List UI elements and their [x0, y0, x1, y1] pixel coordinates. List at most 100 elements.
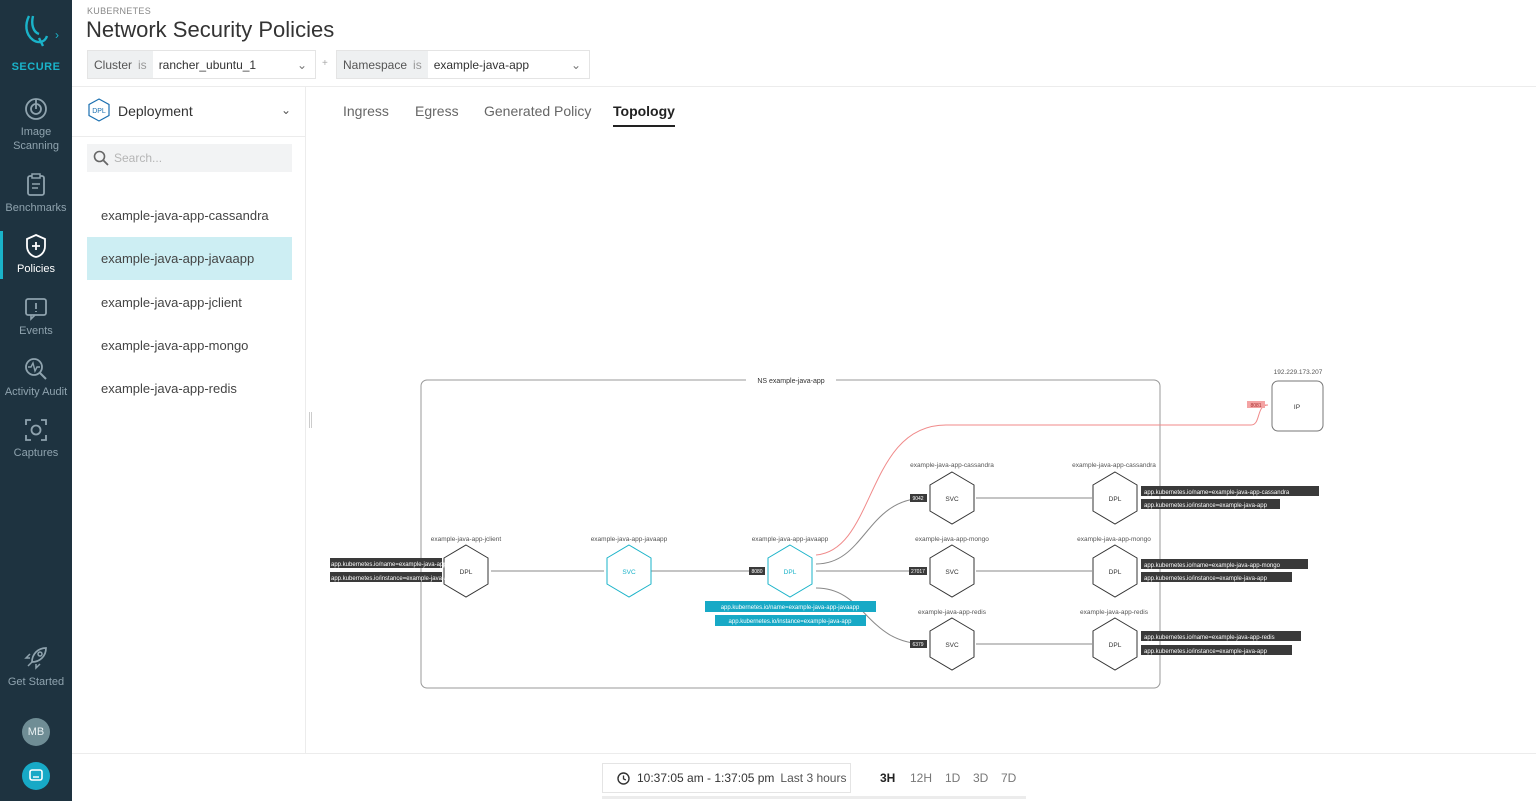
sysdig-logo[interactable]	[0, 8, 72, 78]
topology-graph: NS example-java-app 192.229.173.207 IP 8…	[306, 369, 1324, 689]
list-item[interactable]: example-java-app-mongo	[101, 338, 249, 353]
deployment-node-jclient[interactable]	[443, 544, 489, 598]
expand-nav-icon[interactable]: ›	[55, 28, 59, 42]
logo-icon	[25, 15, 49, 47]
clipboard-icon	[27, 173, 45, 196]
timeline-track[interactable]	[602, 796, 1026, 799]
label-chip	[1141, 486, 1319, 496]
service-node-javaapp[interactable]	[606, 544, 652, 598]
user-avatar[interactable]: MB	[22, 718, 50, 746]
entity-type-select[interactable]: Deployment	[118, 103, 193, 119]
label-chip	[1141, 631, 1301, 641]
tab-egress[interactable]: Egress	[415, 103, 459, 119]
deployment-node-javaapp[interactable]	[767, 544, 813, 598]
chat-button[interactable]	[22, 762, 50, 790]
node-type: SVC	[945, 642, 959, 649]
rocket-icon	[24, 647, 47, 670]
left-nav: › SECURE Image Scanning Benchmarks Polic…	[0, 0, 72, 801]
node-type: SVC	[945, 496, 959, 503]
nav-item-benchmarks[interactable]: Benchmarks	[0, 172, 72, 215]
nav-item-captures[interactable]: Captures	[0, 417, 72, 460]
list-item-selected[interactable]: example-java-app-javaapp	[87, 237, 292, 280]
events-icon	[25, 298, 47, 321]
nav-item-image-scanning[interactable]: Image Scanning	[0, 96, 72, 153]
filter-value: rancher_ubuntu_1	[152, 51, 289, 78]
egress-edge-bend	[1250, 404, 1269, 426]
node-type: DPL	[1109, 642, 1122, 649]
nav-item-events[interactable]: Events	[0, 295, 72, 338]
port-text: 6379	[912, 642, 923, 648]
nav-label: Policies	[17, 263, 55, 275]
nav-item-activity-audit[interactable]: Activity Audit	[0, 356, 72, 399]
port-text: 27017	[911, 569, 925, 575]
node-type: SVC	[945, 569, 959, 576]
tab-ingress[interactable]: Ingress	[343, 103, 389, 119]
node-name: example-java-app-javaapp	[752, 536, 829, 543]
label-chip	[1141, 499, 1280, 509]
breadcrumb: KUBERNETES	[87, 6, 152, 16]
chevron-down-icon[interactable]: ⌄	[281, 103, 292, 117]
node-type: DPL	[1109, 569, 1122, 576]
node-type: DPL	[1109, 496, 1122, 503]
time-range-picker[interactable]: 10:37:05 am - 1:37:05 pm Last 3 hours	[602, 763, 851, 793]
node-type: SVC	[622, 569, 636, 576]
nav-label: Scanning	[13, 140, 59, 152]
capture-icon	[25, 419, 47, 441]
egress-edge[interactable]	[815, 424, 1251, 556]
nav-item-get-started[interactable]: Get Started	[0, 644, 72, 689]
label-text: app.kubernetes.io/instance=example-java-…	[331, 576, 455, 582]
node-name: example-java-app-mongo	[915, 536, 989, 543]
badge-text: DPL	[92, 108, 106, 115]
nav-label: Captures	[13, 447, 59, 459]
chevron-down-icon[interactable]: ⌄	[289, 51, 315, 78]
port-text: 8080	[751, 569, 762, 575]
deployment-node-mongo[interactable]	[1092, 544, 1138, 598]
node-name: example-java-app-redis	[918, 609, 987, 616]
service-node-mongo[interactable]	[929, 544, 975, 598]
cluster-filter[interactable]: Cluster is rancher_ubuntu_1 ⌄	[87, 50, 316, 79]
range-7d[interactable]: 7D	[1001, 771, 1017, 785]
filter-key-label: Namespace	[343, 57, 408, 72]
service-node-cassandra[interactable]	[929, 471, 975, 525]
add-filter-icon[interactable]: +	[322, 58, 328, 69]
search-icon	[93, 150, 109, 166]
label-text: app.kubernetes.io/name=example-java-app-…	[1144, 635, 1275, 641]
deployment-node-redis[interactable]	[1092, 617, 1138, 671]
ip-node-label: IP	[1294, 404, 1300, 411]
port-badge	[909, 567, 927, 575]
range-1d[interactable]: 1D	[945, 771, 961, 785]
label-text: app.kubernetes.io/name=example-java-app-…	[1144, 490, 1290, 496]
shield-icon	[26, 234, 46, 258]
nav-label: Benchmarks	[5, 202, 67, 214]
tab-generated-policy[interactable]: Generated Policy	[484, 103, 592, 119]
tab-topology[interactable]: Topology	[613, 103, 675, 127]
namespace-box	[420, 379, 1161, 689]
nav-label: Image	[20, 126, 52, 138]
list-item[interactable]: example-java-app-jclient	[101, 295, 242, 310]
ip-node[interactable]	[1271, 380, 1324, 432]
label-text: app.kubernetes.io/instance=example-java-…	[1144, 649, 1268, 655]
filter-key-label: Cluster	[94, 57, 133, 72]
nav-item-policies[interactable]: Policies	[0, 231, 72, 279]
edge	[815, 497, 927, 565]
resize-handle[interactable]	[309, 412, 312, 428]
range-12h[interactable]: 12H	[910, 771, 933, 785]
deployment-node-cassandra[interactable]	[1092, 471, 1138, 525]
external-ip-label: 192.229.173.207	[1274, 369, 1323, 376]
chevron-down-icon[interactable]: ⌄	[563, 51, 589, 78]
panel-divider	[72, 136, 305, 137]
label-text: app.kubernetes.io/name=example-java-app-…	[721, 605, 860, 611]
list-item[interactable]: example-java-app-redis	[101, 381, 237, 396]
node-name: example-java-app-jclient	[431, 536, 502, 543]
service-node-redis[interactable]	[929, 617, 975, 671]
range-3h[interactable]: 3H	[880, 771, 896, 785]
label-text: app.kubernetes.io/instance=example-java-…	[1144, 503, 1268, 509]
list-item[interactable]: example-java-app-cassandra	[101, 208, 269, 223]
range-3d[interactable]: 3D	[973, 771, 989, 785]
port-text: 9042	[912, 496, 923, 502]
node-type: DPL	[784, 569, 797, 576]
search-input[interactable]	[87, 144, 292, 172]
namespace-filter[interactable]: Namespace is example-java-app ⌄	[336, 50, 590, 79]
chat-icon	[29, 769, 43, 781]
node-name: example-java-app-redis	[1080, 609, 1149, 616]
